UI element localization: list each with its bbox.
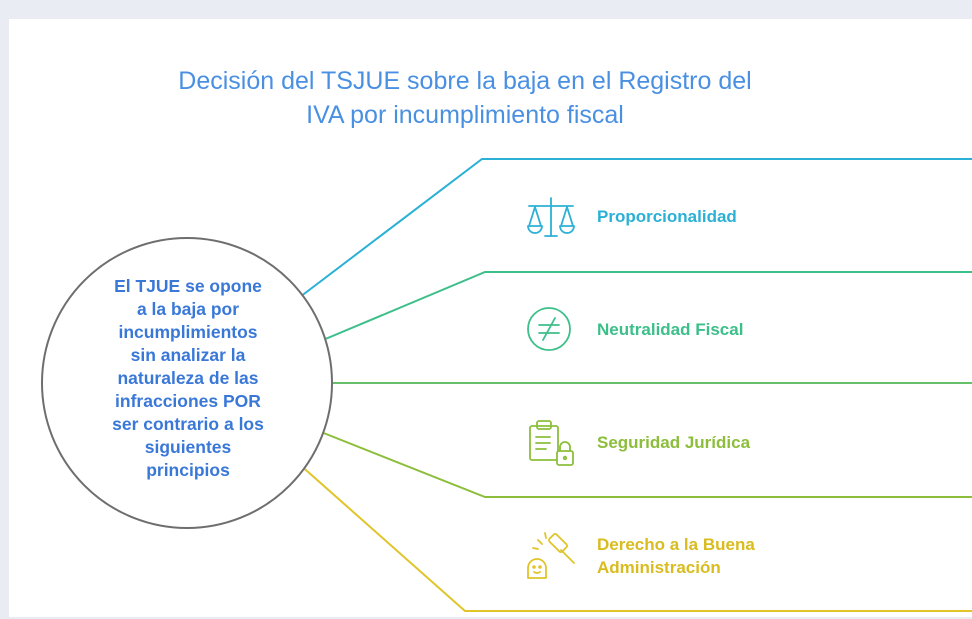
- branch-line-derecho: [297, 462, 972, 612]
- center-circle: [41, 237, 333, 529]
- center-line: a la baja por: [136, 299, 240, 319]
- label-derecho-buena-administracion: Derecho a la Buena Administración: [597, 533, 755, 579]
- branch-line-seguridad-lower: [315, 429, 972, 498]
- label-derecho-line-2: Administración: [597, 558, 721, 577]
- balance-scale-icon: [527, 197, 575, 237]
- center-line: naturaleza de las: [117, 368, 259, 388]
- center-statement: El TJUE se opone a la baja por incumplim…: [68, 275, 308, 482]
- center-line: infracciones POR: [115, 391, 261, 411]
- branch-line-proporcionalidad: [295, 158, 972, 301]
- center-line: sin analizar la: [130, 345, 246, 365]
- center-line: incumplimientos: [118, 322, 258, 342]
- label-seguridad-juridica: Seguridad Jurídica: [597, 433, 751, 452]
- center-line: ser contrario a los: [112, 414, 264, 434]
- title-line-2: IVA por incumplimiento fiscal: [306, 101, 624, 129]
- branch-line-neutralidad: [322, 271, 972, 341]
- label-proporcionalidad: Proporcionalidad: [597, 207, 737, 226]
- center-line: principios: [146, 460, 230, 480]
- label-derecho-line-1: Derecho a la Buena: [597, 535, 755, 554]
- not-equal-icon: [527, 307, 571, 351]
- center-line: siguientes: [144, 437, 232, 457]
- title-line-1: Decisión del TSJUE sobre la baja en el R…: [178, 67, 752, 95]
- label-neutralidad-fiscal: Neutralidad Fiscal: [597, 320, 744, 339]
- diagram-title: Decisión del TSJUE sobre la baja en el R…: [95, 64, 835, 132]
- center-line: El TJUE se opone: [114, 276, 262, 296]
- gavel-person-icon: [527, 532, 575, 579]
- clipboard-lock-icon: [529, 420, 574, 466]
